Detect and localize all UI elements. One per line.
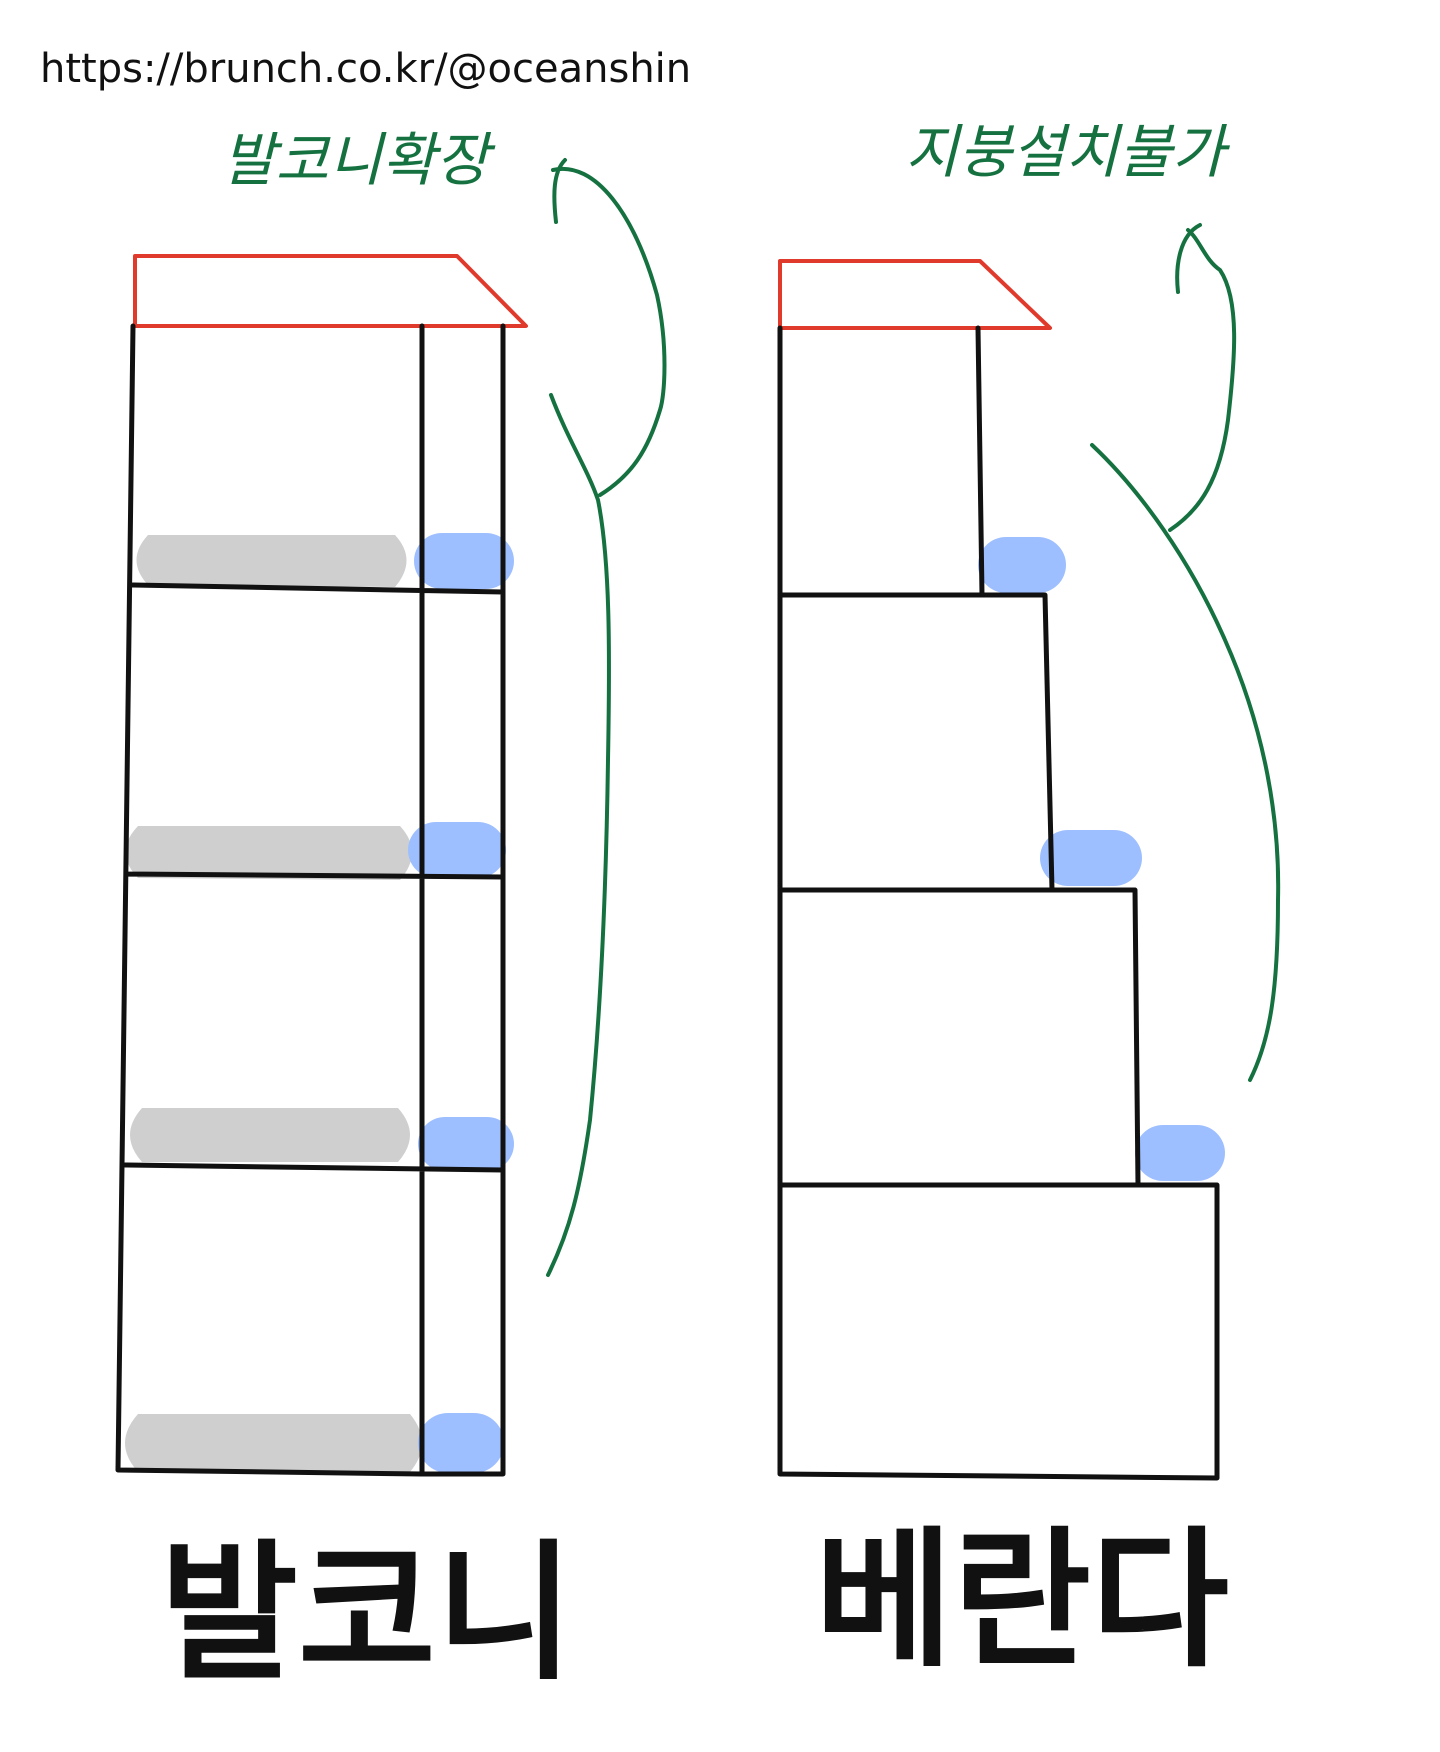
railing xyxy=(408,822,506,878)
railing xyxy=(1040,830,1142,886)
veranda-building: 지붕설치불가 베란다 xyxy=(777,118,1281,1688)
balcony-caption: 발코니 xyxy=(160,1527,574,1701)
building-frame xyxy=(777,325,1220,1481)
roof xyxy=(133,254,528,328)
railing xyxy=(1135,1125,1225,1181)
railing xyxy=(418,1413,504,1473)
floor-slab xyxy=(125,826,412,880)
building-frame xyxy=(115,323,506,1477)
no-roof-bracket xyxy=(1090,223,1281,1082)
balcony-note: 발코니확장 xyxy=(222,126,495,194)
veranda-caption: 베란다 xyxy=(815,1514,1229,1688)
expansion-bracket xyxy=(546,158,667,1277)
railing xyxy=(978,537,1066,593)
railing xyxy=(418,1117,514,1171)
balcony-building: 발코니확장 발코니 xyxy=(115,126,667,1701)
floor-slab xyxy=(130,1108,410,1162)
veranda-note: 지붕설치불가 xyxy=(905,118,1231,186)
roof xyxy=(778,259,1052,330)
source-url: https://brunch.co.kr/@oceanshin xyxy=(40,46,691,92)
railing xyxy=(414,533,514,589)
floor-slab xyxy=(125,1414,422,1472)
floor-slab xyxy=(136,535,407,587)
